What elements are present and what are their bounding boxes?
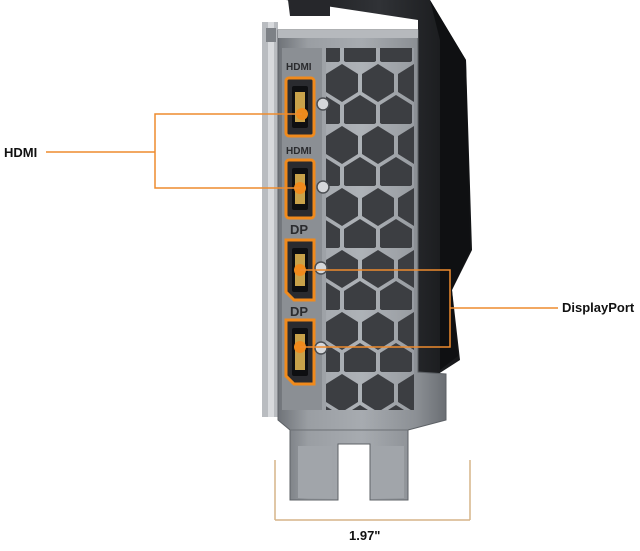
- dp-marking-1: DP: [290, 222, 308, 237]
- width-dimension-line: [274, 460, 471, 521]
- dp-marking-2: DP: [290, 304, 308, 319]
- hdmi-callout-label: HDMI: [4, 145, 38, 160]
- hdmi-marking-2: HDMI: [286, 146, 312, 157]
- card-shroud: [286, 0, 472, 378]
- hdmi-callout-lines: [46, 113, 302, 189]
- screw-icon: [314, 97, 330, 355]
- hdmi-port-1-icon: HDMI: [284, 62, 316, 138]
- bracket-side-edge: [262, 22, 278, 417]
- hdmi-marking-1: HDMI: [286, 62, 312, 73]
- width-dimension-label: 1.97": [349, 528, 381, 543]
- displayport-callout-label: DisplayPort: [562, 300, 635, 315]
- displayport-callout-lines: [300, 269, 558, 348]
